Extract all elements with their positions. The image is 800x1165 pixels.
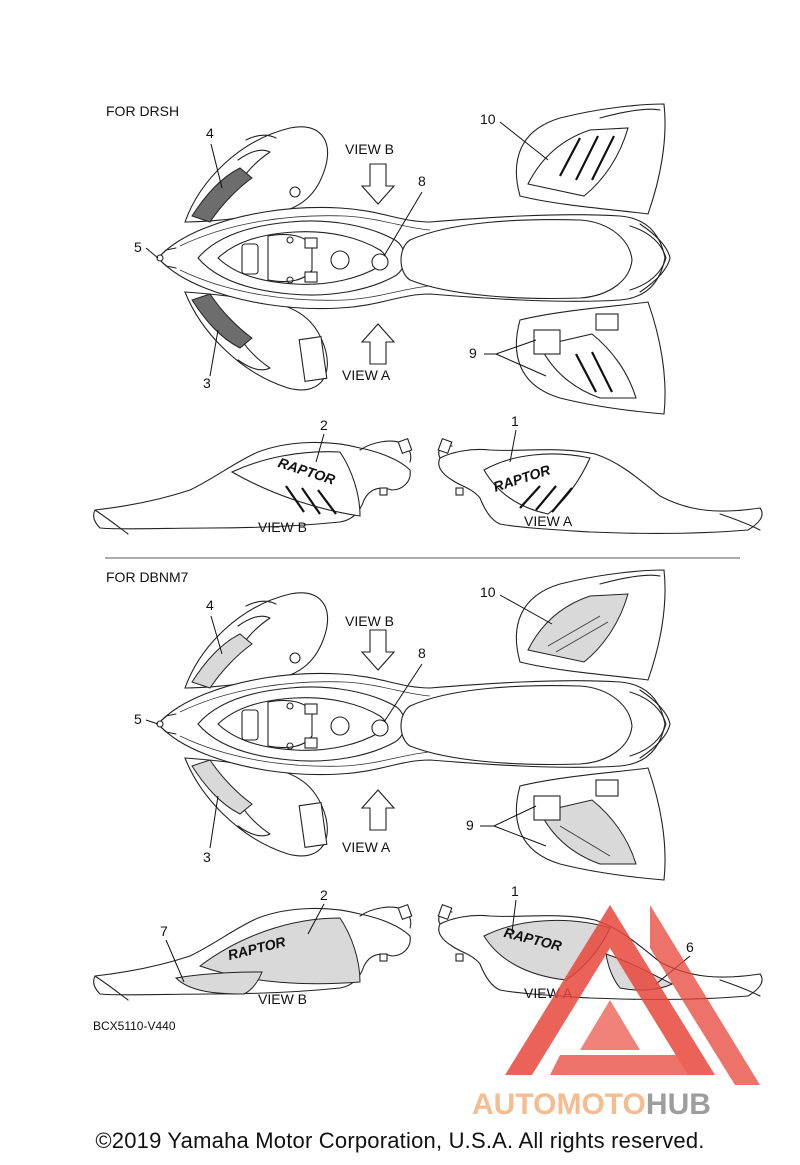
view-a-arrow [361,789,395,831]
side-view-a-label: VIEW A [524,513,573,529]
decal-4 [191,633,253,689]
decal-3 [191,293,253,349]
atv-side-view-a [437,438,763,534]
callout-8: 8 [418,173,426,189]
callout-5: 5 [134,711,142,727]
callout-2: 2 [320,887,328,903]
callout-9: 9 [466,817,474,833]
decal-1: RAPTOR [483,453,591,515]
decal-10 [527,127,629,197]
atv-side-view-b [93,438,413,535]
callout-10: 10 [480,111,496,127]
view-b-label: VIEW B [345,613,394,629]
callout-5: 5 [134,239,142,255]
view-b-label: VIEW B [345,141,394,157]
diagram-code: BCX5110-V440 [93,1019,176,1033]
callout-1: 1 [511,413,519,429]
section-drsh: FOR DRSH VIEW B VIEW A 4 5 3 8 1 [93,103,763,535]
callout-9: 9 [469,345,477,361]
callout-10: 10 [480,584,496,600]
decal-2: RAPTOR [230,451,361,517]
decal-4 [191,167,253,223]
callout-8: 8 [418,645,426,661]
callout-1: 1 [511,883,519,899]
callout-6: 6 [686,939,694,955]
view-a-label: VIEW A [342,367,391,383]
section-title: FOR DRSH [106,103,179,119]
callout-3: 3 [203,849,211,865]
watermark-logo-icon [505,905,760,1085]
decal-7 [174,971,263,995]
decal-9 [533,795,637,865]
side-view-b-label: VIEW B [258,519,307,535]
view-a-arrow [361,323,395,365]
decal-3 [191,759,253,815]
section-title: FOR DBNM7 [106,569,189,585]
callout-2: 2 [320,417,328,433]
view-b-arrow [361,163,395,205]
callout-4: 4 [206,125,214,141]
copyright-notice: ©2019 Yamaha Motor Corporation, U.S.A. A… [95,1128,705,1153]
view-b-arrow [361,629,395,671]
view-a-label: VIEW A [342,839,391,855]
decal-10 [527,593,629,663]
callout-7: 7 [160,923,168,939]
side-view-b-label: VIEW B [258,991,307,1007]
decal-9 [533,329,637,399]
automotohub-watermark: AUTOMOTOHUB [472,905,760,1121]
section-dbnm7: FOR DBNM7 VIEW B VIEW A 4 5 3 8 [93,569,763,1007]
watermark-text: AUTOMOTOHUB [472,1088,711,1121]
callout-4: 4 [206,597,214,613]
callout-3: 3 [203,375,211,391]
